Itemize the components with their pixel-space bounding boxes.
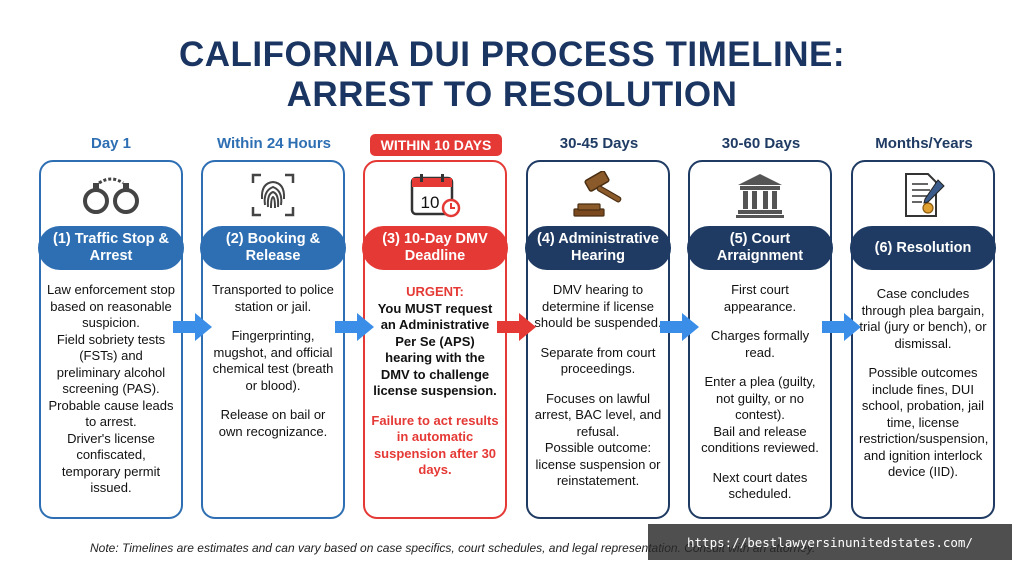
timeframe-step3: WITHIN 10 DAYS [370, 134, 502, 156]
courthouse-icon [690, 170, 830, 220]
step6-text: Case concludes through plea bargain, tri… [859, 286, 987, 351]
step-card-1: (1) Traffic Stop & Arrest Law enforcemen… [38, 160, 184, 519]
step-title-2: (2) Booking & Release [200, 226, 346, 270]
arrow-right-icon [335, 313, 374, 341]
fingerprint-icon [203, 170, 343, 220]
calendar-number: 10 [421, 193, 440, 212]
step1-text: Law enforcement stop based on reasonable… [47, 282, 175, 330]
step4-text: Focuses on lawful arrest, BAC level, and… [534, 390, 662, 439]
page-title-line1: CALIFORNIA DUI PROCESS TIMELINE: [178, 35, 846, 74]
timeframe-step6: Months/Years [875, 135, 973, 152]
step4-text: Possible outcome: license suspension or … [535, 440, 661, 488]
step5-text: Bail and release conditions reviewed. [701, 423, 819, 456]
step5-text: Charges formally read. [710, 328, 810, 360]
step-card-3: 10 (3) 10-Day DMV Deadline URGENT: You M… [362, 160, 508, 519]
step6-text: Possible outcomes include fines, DUI sch… [859, 365, 989, 479]
gavel-icon [528, 170, 668, 220]
step1-text: Driver's license confiscated, temporary … [61, 430, 161, 496]
urgent-label: URGENT: [406, 284, 464, 299]
step4-text: Separate from court proceedings. [540, 344, 656, 377]
footnote: Note: Timelines are estimates and can va… [90, 541, 816, 555]
calendar-icon: 10 [365, 170, 505, 220]
arrow-right-icon [822, 313, 861, 341]
step5-text: Enter a plea (guilty, not guilty, or no … [704, 374, 816, 422]
step1-text: Probable cause leads to arrest. [48, 397, 174, 430]
document-icon [853, 170, 993, 220]
page-title-line2: ARREST TO RESOLUTION [286, 75, 738, 114]
step2-text: Release on bail or own recognizance. [218, 407, 328, 439]
step-title-5: (5) Court Arraignment [687, 226, 833, 270]
step2-text: Transported to police station or jail. [212, 282, 334, 314]
step-card-2: (2) Booking & Release Transported to pol… [200, 160, 346, 519]
timeframe-step5: 30-60 Days [721, 135, 801, 152]
step1-text: Field sobriety tests (FSTs) and prelimin… [56, 331, 166, 397]
arrow-right-icon [497, 313, 536, 341]
timeframe-step1: Day 1 [90, 135, 132, 152]
step2-text: Fingerprinting, mugshot, and official ch… [212, 328, 334, 393]
arrow-right-icon [660, 313, 699, 341]
step-card-4: (4) Administrative Hearing DMV hearing t… [525, 160, 671, 519]
step3-warning: Failure to act results in automatic susp… [371, 412, 499, 478]
timeframe-step4: 30-45 Days [559, 135, 639, 152]
arrow-right-icon [173, 313, 212, 341]
step-card-5: (5) Court Arraignment First court appear… [687, 160, 833, 519]
step4-text: DMV hearing to determine if license shou… [534, 282, 662, 330]
step-title-4: (4) Administrative Hearing [525, 226, 671, 270]
step-title-1: (1) Traffic Stop & Arrest [38, 226, 184, 270]
step3-text: You MUST request an Administrative Per S… [373, 300, 497, 399]
step-title-3: (3) 10-Day DMV Deadline [362, 226, 508, 270]
watermark-url: https://bestlawyersinunitedstates.com/ [648, 524, 1012, 560]
timeframe-step2: Within 24 Hours [216, 135, 332, 152]
step5-text: Next court dates scheduled. [712, 469, 808, 502]
handcuffs-icon [41, 170, 181, 220]
step5-text: First court appearance. [723, 282, 797, 314]
step-card-6: (6) Resolution Case concludes through pl… [850, 160, 996, 519]
step-title-6: (6) Resolution [850, 226, 996, 270]
